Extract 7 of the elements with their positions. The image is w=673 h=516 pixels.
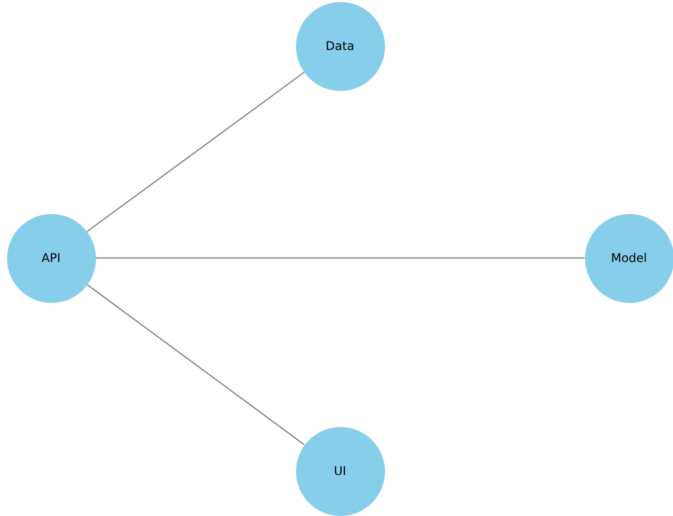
node-label: UI bbox=[334, 464, 346, 478]
node-label: Data bbox=[326, 38, 354, 54]
connector-line bbox=[86, 72, 304, 232]
connector-line bbox=[96, 257, 584, 259]
node-label: Model bbox=[610, 250, 648, 266]
node-label: API bbox=[42, 250, 60, 266]
connector-line bbox=[86, 284, 305, 446]
